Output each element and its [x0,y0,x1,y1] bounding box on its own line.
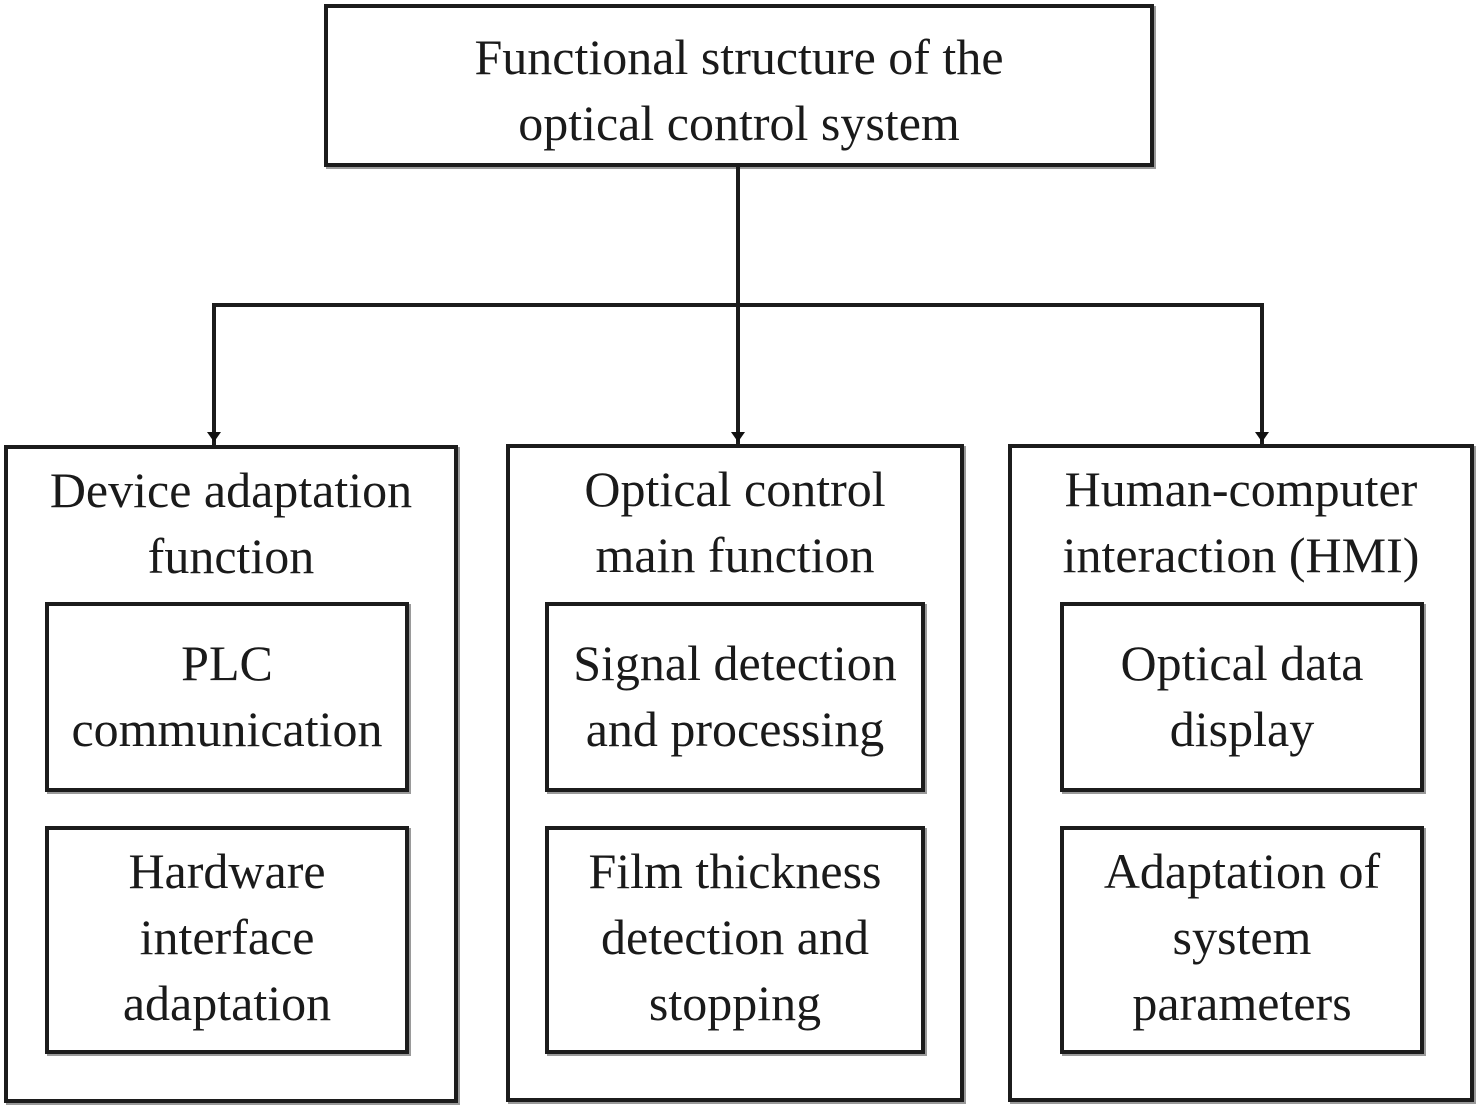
branch-title-line-2: interaction (HMI) [1062,527,1420,583]
node-text-line: system [1172,909,1312,965]
branch-title-line-2: main function [595,527,875,583]
arrowhead-left [207,432,221,442]
node-text-line: Signal detection [573,635,897,691]
arrowhead-right [1255,432,1269,442]
root-title-line-1: Functional structure of the [474,29,1004,85]
node-text-line: detection and [601,909,869,965]
arrowhead-center [731,432,745,442]
node-text-line: and processing [585,701,885,757]
node-adaptation-system-parameters: Adaptation of system parameters [1060,826,1424,1054]
root-node: Functional structure of the optical cont… [324,4,1154,167]
branch-title-line-1: Device adaptation [49,462,413,518]
node-text-line: Film thickness [588,843,882,899]
connector-drop-right [1260,303,1264,445]
node-text-line: display [1169,701,1315,757]
branch-title-line-1: Optical control [584,461,886,517]
node-text-line: Adaptation of [1103,843,1381,899]
node-text-line: communication [71,701,383,757]
connector-drop-center [736,303,740,445]
node-text-line: PLC [181,635,273,691]
node-signal-detection-processing: Signal detection and processing [545,602,925,792]
node-text-line: Hardware [128,843,326,899]
connector-root-trunk [736,167,740,305]
node-text-line: parameters [1132,975,1352,1031]
node-text-line: adaptation [122,975,332,1031]
node-optical-data-display: Optical data display [1060,602,1424,792]
root-title-line-2: optical control system [518,95,960,151]
node-plc-communication: PLC communication [45,602,409,792]
branch-title-line-1: Human-computer [1064,461,1418,517]
node-hardware-interface-adaptation: Hardware interface adaptation [45,826,409,1054]
branch-title-line-2: function [147,528,315,584]
node-text-line: stopping [648,975,822,1031]
node-text-line: Optical data [1120,635,1364,691]
connector-drop-left [212,303,216,445]
node-film-thickness-detection: Film thickness detection and stopping [545,826,925,1054]
node-text-line: interface [139,909,315,965]
